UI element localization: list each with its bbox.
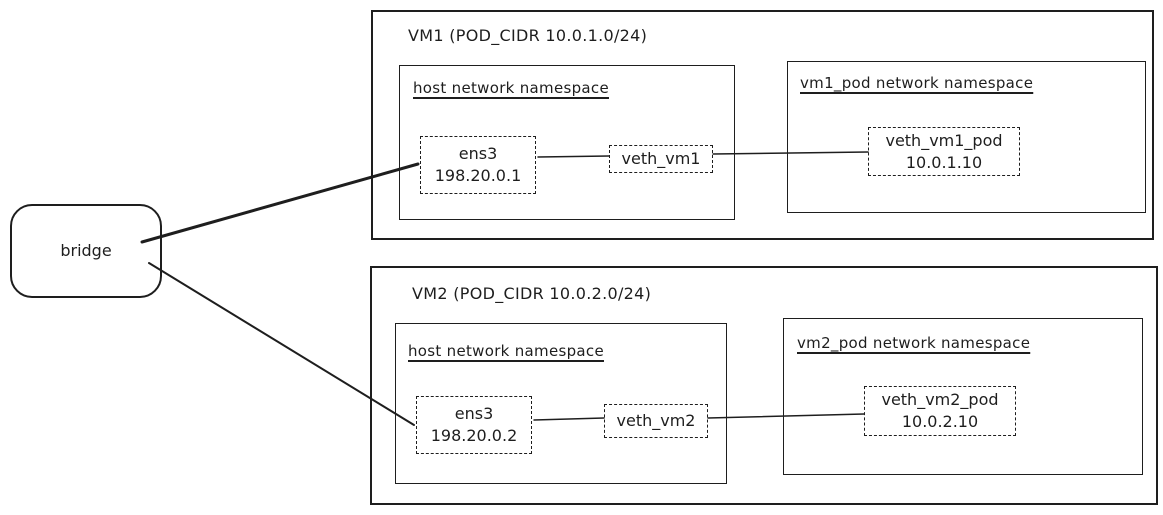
vm2-ens3-ip: 198.20.0.2 [430, 426, 518, 445]
vm1-host-namespace-title: host network namespace [413, 79, 609, 97]
vm1-ens3-interface: ens3 198.20.0.1 [420, 136, 536, 194]
vm2-veth-host-name: veth_vm2 [616, 411, 696, 430]
vm1-title: VM1 (POD_CIDR 10.0.1.0/24) [408, 26, 648, 45]
vm2-host-namespace-title: host network namespace [408, 342, 604, 360]
vm1-veth-pod-ip: 10.0.1.10 [905, 152, 983, 172]
vm1-veth-pod-name: veth_vm1_pod [885, 130, 1003, 150]
bridge-node: bridge [10, 204, 162, 298]
vm2-pod-namespace [783, 318, 1143, 475]
vm2-veth-pod: veth_vm2_pod 10.0.2.10 [864, 386, 1016, 436]
vm2-title: VM2 (POD_CIDR 10.0.2.0/24) [412, 284, 652, 303]
vm2-veth-pod-ip: 10.0.2.10 [901, 412, 979, 431]
vm2-pod-namespace-title: vm2_pod network namespace [797, 334, 1031, 352]
vm1-host-namespace [399, 65, 735, 220]
vm2-veth-host: veth_vm2 [604, 404, 708, 438]
vm1-pod-namespace-title: vm1_pod network namespace [800, 74, 1034, 92]
vm1-pod-namespace [787, 61, 1146, 213]
vm1-veth-host-name: veth_vm1 [621, 149, 701, 168]
vm1-box [371, 10, 1154, 240]
vm1-ens3-name: ens3 [458, 144, 498, 163]
vm1-ens3-ip: 198.20.0.1 [434, 166, 522, 185]
vm1-veth-pod: veth_vm1_pod 10.0.1.10 [868, 127, 1020, 176]
vm1-veth-host: veth_vm1 [609, 145, 713, 173]
vm2-ens3-interface: ens3 198.20.0.2 [416, 396, 532, 454]
vm2-ens3-name: ens3 [454, 404, 494, 423]
bridge-label: bridge [60, 241, 112, 260]
vm2-veth-pod-name: veth_vm2_pod [881, 390, 999, 409]
